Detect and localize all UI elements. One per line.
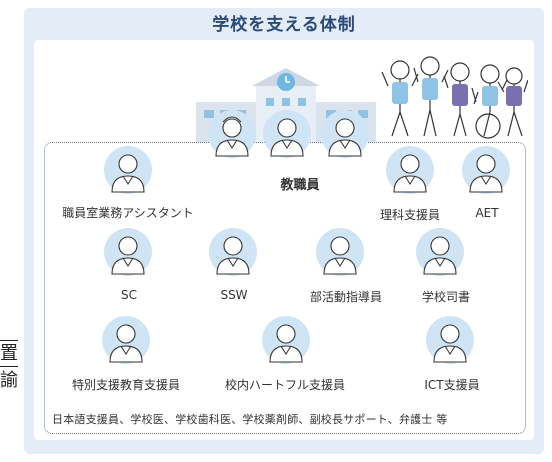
person-avatar-icon bbox=[425, 315, 475, 365]
person-avatar-icon bbox=[207, 109, 257, 159]
label-ict-support: ICT支援員 bbox=[424, 378, 480, 392]
person-avatar-icon bbox=[315, 227, 365, 277]
label-club-coach: 部活動指導員 bbox=[309, 290, 383, 304]
person-avatar-icon bbox=[208, 227, 258, 277]
edge-line bbox=[0, 340, 18, 341]
diagram-title: 学校を支える体制 bbox=[212, 15, 356, 35]
other-support-list: 日本語支援員、学校医、学校歯科医、学校薬剤師、副校長サポート、弁護士 等 bbox=[52, 413, 448, 426]
person-avatar-icon bbox=[103, 227, 153, 277]
label-special-support: 特別支援教育支援員 bbox=[71, 378, 181, 392]
person-avatar-icon bbox=[385, 145, 435, 195]
person-avatar-icon bbox=[103, 145, 153, 195]
label-heartful-support: 校内ハートフル支援員 bbox=[224, 378, 346, 392]
label-science-support: 理科支援員 bbox=[379, 208, 441, 222]
label-librarian: 学校司書 bbox=[421, 290, 471, 304]
label-ssw: SSW bbox=[220, 288, 248, 302]
person-avatar-icon bbox=[415, 227, 465, 277]
label-office-assistant: 職員室業務アシスタント bbox=[62, 206, 194, 220]
label-teachers: 教職員 bbox=[280, 178, 320, 193]
person-avatar-icon bbox=[461, 145, 511, 195]
edge-char-1: 置 bbox=[0, 343, 18, 364]
edge-line bbox=[0, 366, 18, 367]
person-avatar-icon bbox=[262, 109, 312, 159]
edge-char-2: 諭 bbox=[0, 370, 18, 391]
person-avatar-icon bbox=[101, 315, 151, 365]
person-avatar-icon bbox=[261, 315, 311, 365]
children-group-icon bbox=[381, 56, 528, 139]
person-avatar-icon bbox=[320, 109, 370, 159]
label-aet: AET bbox=[475, 206, 499, 220]
label-sc: SC bbox=[121, 288, 137, 302]
